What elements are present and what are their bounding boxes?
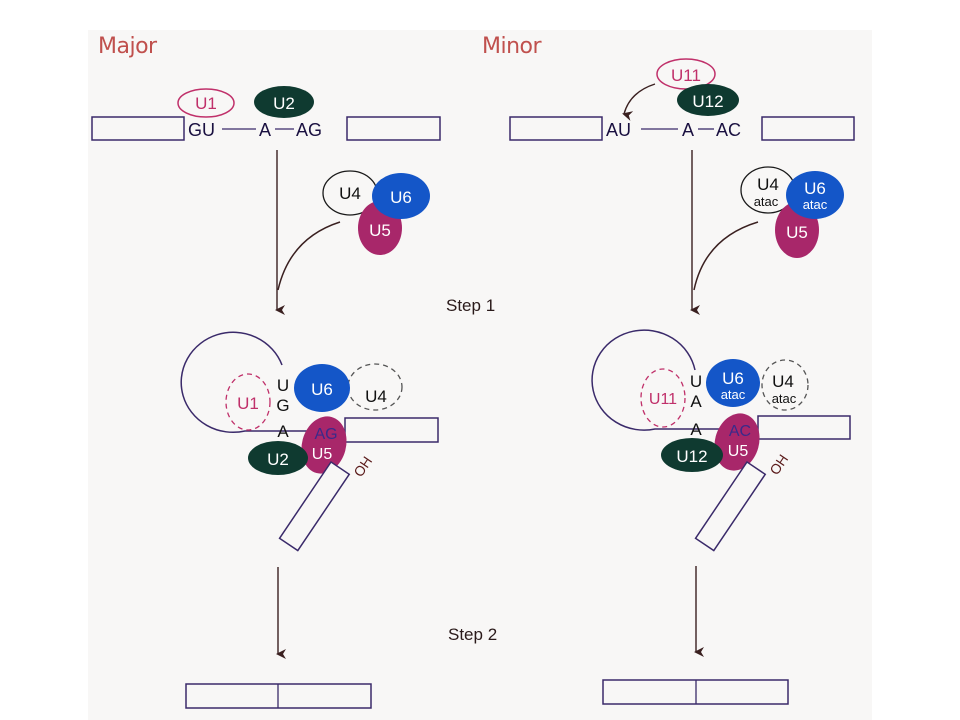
major-complex-u5-label: U5	[312, 446, 333, 463]
major-u4-label: U4	[339, 184, 361, 203]
minor-lariat-loop	[591, 329, 720, 431]
minor-complex-u6-label: U6	[722, 369, 744, 388]
major-u1-snrnp: U1	[177, 88, 235, 118]
minor-u11-arrow	[622, 83, 656, 121]
major-loop-letter-3: A	[277, 422, 289, 441]
major-tri-snrnp-join-arrow	[277, 221, 341, 291]
minor-complex-u6-sub: atac	[721, 387, 746, 402]
major-pre-mrna: GU A AG	[91, 116, 441, 141]
major-branch-point: A	[259, 120, 271, 140]
minor-u4-dashed	[761, 359, 809, 411]
major-exon-right	[346, 116, 441, 141]
major-u6-shape	[372, 173, 430, 219]
minor-loop-letter-1: U	[690, 372, 702, 391]
minor-complex-u5	[714, 413, 760, 471]
major-spliceosome-complex: U1 U G A U4 U6 AG U5 U2 OH	[180, 331, 439, 552]
minor-complex-u11-label: U11	[649, 391, 677, 408]
minor-u12-label: U12	[692, 92, 723, 111]
minor-tri-snrnp: U4 atac U5 U6 atac	[740, 166, 844, 258]
minor-complex-exon2	[757, 415, 851, 440]
major-loop-letter-1: U	[277, 376, 289, 395]
major-complex-exon1	[278, 460, 351, 552]
major-complex-u2	[248, 441, 308, 475]
minor-loop-letter-3: A	[690, 420, 702, 439]
major-tri-snrnp: U4 U5 U6	[322, 170, 430, 255]
major-u1-dashed	[225, 373, 271, 431]
minor-u11-label: U11	[671, 66, 701, 85]
major-complex-u1-label: U1	[237, 394, 259, 413]
minor-tri-snrnp-join-arrow	[693, 221, 759, 291]
minor-u4-sub: atac	[754, 194, 779, 209]
minor-u6-shape	[786, 171, 844, 219]
major-complex-u6	[294, 364, 350, 412]
minor-donor-site: AU	[606, 120, 631, 140]
minor-complex-u6	[706, 359, 760, 407]
minor-complex-u4-label: U4	[772, 372, 794, 391]
major-u1-label: U1	[195, 94, 217, 113]
minor-complex-u4-sub: atac	[772, 391, 797, 406]
major-acceptor-site: AG	[296, 120, 322, 140]
minor-complex-acceptor: AC	[729, 423, 751, 440]
major-title: Major	[98, 34, 157, 59]
minor-loop-letter-2: A	[690, 392, 702, 411]
minor-branch-point: A	[682, 120, 694, 140]
minor-u11-dashed	[640, 368, 686, 428]
major-complex-u4-label: U4	[365, 387, 387, 406]
major-u2-label: U2	[273, 94, 295, 113]
major-complex-u2-label: U2	[267, 450, 289, 469]
step1-label: Step 1	[446, 296, 495, 315]
major-exon-left	[91, 116, 185, 141]
major-complex-u5	[301, 416, 347, 474]
major-lariat-loop	[180, 331, 330, 434]
minor-complex-u5-label: U5	[728, 443, 749, 460]
major-u4-dashed	[347, 363, 403, 411]
minor-u5-label: U5	[786, 223, 808, 242]
minor-exon-left	[509, 116, 603, 141]
minor-complex-exon1	[694, 460, 767, 552]
major-donor-site: GU	[188, 120, 215, 140]
minor-spliced-mrna	[602, 679, 789, 705]
major-complex-acceptor: AG	[314, 426, 337, 443]
major-complex-u6-label: U6	[311, 380, 333, 399]
minor-acceptor-site: AC	[716, 120, 741, 140]
major-u6-label: U6	[390, 188, 412, 207]
minor-exon-right	[761, 116, 855, 141]
minor-complex-u12	[661, 438, 723, 472]
minor-u4-label: U4	[757, 175, 779, 194]
minor-title: Minor	[482, 34, 542, 59]
major-loop-letter-2: G	[276, 396, 289, 415]
minor-u11-snrnp: U11	[656, 58, 716, 90]
minor-u6-sub: atac	[803, 197, 828, 212]
minor-spliceosome-complex: U11 U A A U4 atac U6 atac AC U5 U12 OH	[591, 329, 851, 552]
major-complex-exon2	[344, 417, 439, 443]
minor-pre-mrna: AU A AC	[509, 116, 855, 141]
minor-complex-u12-label: U12	[676, 447, 707, 466]
minor-complex-oh: OH	[766, 451, 791, 477]
step2-label: Step 2	[448, 625, 497, 644]
minor-u6-label: U6	[804, 179, 826, 198]
major-complex-oh: OH	[350, 453, 375, 479]
major-u2-snrnp: U2	[254, 86, 314, 118]
minor-u12-snrnp: U12	[677, 84, 739, 116]
major-spliced-mrna	[185, 683, 372, 709]
major-u5-label: U5	[369, 221, 391, 240]
